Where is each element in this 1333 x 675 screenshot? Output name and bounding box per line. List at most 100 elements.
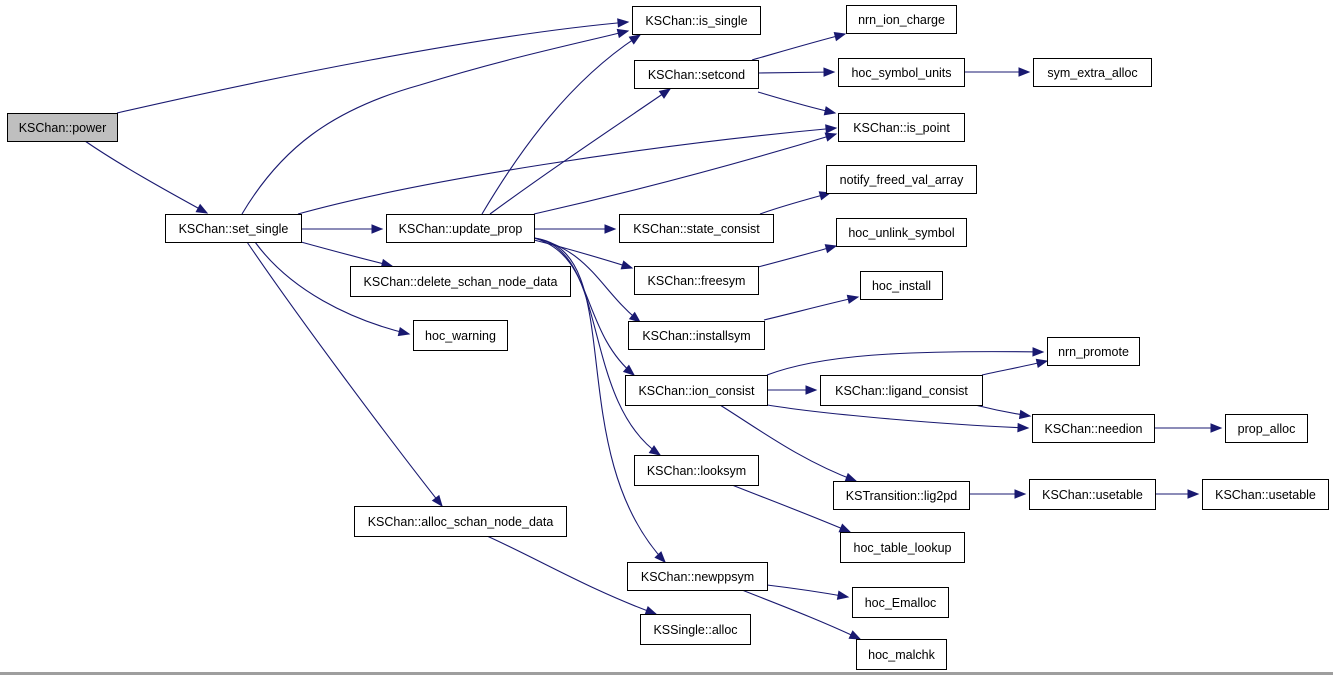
- edge-line: [533, 133, 837, 215]
- call-graph-edges: [84, 18, 1223, 640]
- node-needion[interactable]: KSChan::needion: [1032, 414, 1155, 443]
- node-sym_extra_alloc[interactable]: sym_extra_alloc: [1033, 58, 1152, 87]
- node-is_point[interactable]: KSChan::is_point: [838, 113, 965, 142]
- arrowhead: [604, 224, 617, 234]
- node-is_single[interactable]: KSChan::is_single: [632, 6, 761, 35]
- edge-line: [757, 245, 837, 268]
- node-update_prop[interactable]: KSChan::update_prop: [386, 214, 535, 243]
- node-label: KSChan::state_consist: [633, 222, 760, 236]
- node-usetable2[interactable]: KSChan::usetable: [1202, 479, 1329, 510]
- node-box: [634, 455, 759, 486]
- node-ligand_consist[interactable]: KSChan::ligand_consist: [820, 375, 983, 406]
- edge-line: [757, 91, 836, 114]
- arrowhead: [844, 472, 858, 482]
- edge-set_single-to-delete_schan_node_data: [300, 241, 394, 269]
- edge-line: [763, 296, 859, 321]
- edge-usetable1-to-usetable2: [1155, 489, 1200, 499]
- node-label: hoc_warning: [425, 329, 496, 343]
- node-nrn_ion_charge[interactable]: nrn_ion_charge: [846, 5, 957, 34]
- edge-line: [241, 30, 629, 215]
- edge-freesym-to-hoc_unlink_symbol: [757, 244, 838, 268]
- node-hoc_warning[interactable]: hoc_warning: [413, 320, 508, 351]
- node-box: [1033, 58, 1152, 87]
- node-lig2pd[interactable]: KSTransition::lig2pd: [833, 481, 970, 510]
- arrowhead: [654, 551, 666, 563]
- call-graph-nodes: KSChan::power KSChan::is_singleKSChan::se…: [7, 5, 1329, 670]
- arrowhead: [836, 590, 850, 600]
- node-power[interactable]: KSChan::power: [7, 113, 118, 142]
- node-label: hoc_table_lookup: [854, 541, 952, 555]
- node-delete_schan_node_data[interactable]: KSChan::delete_schan_node_data: [350, 266, 571, 297]
- node-box: [846, 5, 957, 34]
- arrowhead: [823, 67, 836, 77]
- arrowhead: [848, 630, 862, 640]
- arrowhead: [1018, 409, 1032, 420]
- arrowhead: [195, 203, 209, 214]
- node-installsym[interactable]: KSChan::installsym: [628, 321, 765, 350]
- node-box: [826, 165, 977, 194]
- node-box: [386, 214, 535, 243]
- node-box: [625, 375, 768, 406]
- edge-line: [766, 584, 849, 598]
- edge-update_prop-to-newppsym: [533, 237, 666, 563]
- arrowhead: [622, 364, 636, 376]
- node-label: KSChan::is_single: [645, 14, 747, 28]
- edge-setcond-to-nrn_ion_charge: [751, 32, 847, 61]
- node-hoc_symbol_units[interactable]: hoc_symbol_units: [838, 58, 965, 87]
- arrowhead: [824, 132, 838, 142]
- node-newppsym[interactable]: KSChan::newppsym: [627, 562, 768, 591]
- node-label: KSChan::power: [19, 121, 107, 135]
- edge-line: [116, 21, 629, 114]
- node-label: sym_extra_alloc: [1047, 66, 1137, 80]
- node-hoc_install[interactable]: hoc_install: [860, 271, 943, 300]
- edge-line: [759, 192, 831, 215]
- node-label: KSChan::ligand_consist: [835, 384, 968, 398]
- node-box: [838, 113, 965, 142]
- edge-lig2pd-to-usetable1: [969, 489, 1027, 499]
- edge-installsym-to-hoc_install: [763, 294, 860, 321]
- node-hoc_malchk[interactable]: hoc_malchk: [856, 639, 947, 670]
- node-box: [632, 6, 761, 35]
- arrowhead: [628, 311, 642, 323]
- node-hoc_table_lookup[interactable]: hoc_table_lookup: [840, 532, 965, 563]
- node-box: [860, 271, 943, 300]
- arrowhead: [1017, 422, 1030, 433]
- node-box: [634, 266, 759, 295]
- node-label: hoc_malchk: [868, 648, 935, 662]
- node-setcond[interactable]: KSChan::setcond: [634, 60, 759, 89]
- edge-hoc_symbol_units-to-sym_extra_alloc: [964, 67, 1031, 77]
- edge-newppsym-to-hoc_malchk: [741, 589, 862, 640]
- node-box: [836, 218, 967, 247]
- node-box: [1029, 479, 1156, 510]
- node-freesym[interactable]: KSChan::freesym: [634, 266, 759, 295]
- node-label: KSChan::setcond: [648, 68, 745, 82]
- edge-set_single-to-is_point: [297, 124, 838, 215]
- node-label: KSChan::usetable: [1215, 488, 1316, 502]
- node-nrn_promote[interactable]: nrn_promote: [1047, 337, 1140, 366]
- node-hoc_unlink_symbol[interactable]: hoc_unlink_symbol: [836, 218, 967, 247]
- node-label: hoc_symbol_units: [851, 66, 951, 80]
- node-prop_alloc[interactable]: prop_alloc: [1225, 414, 1308, 443]
- node-set_single[interactable]: KSChan::set_single: [165, 214, 302, 243]
- node-notify_freed_val_array[interactable]: notify_freed_val_array: [826, 165, 977, 194]
- node-ks_alloc[interactable]: KSSingle::alloc: [640, 614, 751, 645]
- edge-ion_consist-to-needion: [766, 404, 1030, 433]
- node-usetable1[interactable]: KSChan::usetable: [1029, 479, 1156, 510]
- node-looksym[interactable]: KSChan::looksym: [634, 455, 759, 486]
- node-label: KSChan::is_point: [853, 121, 950, 135]
- arrowhead: [824, 244, 838, 254]
- edge-line: [297, 127, 837, 215]
- node-box: [354, 506, 567, 537]
- edge-line: [751, 33, 846, 61]
- arrowhead: [825, 124, 838, 134]
- arrowhead: [1210, 423, 1223, 433]
- node-state_consist[interactable]: KSChan::state_consist: [619, 214, 774, 243]
- node-ion_consist[interactable]: KSChan::ion_consist: [625, 375, 768, 406]
- node-hoc_Emalloc[interactable]: hoc_Emalloc: [852, 587, 949, 618]
- node-box: [838, 58, 965, 87]
- node-label: hoc_unlink_symbol: [848, 226, 954, 240]
- node-label: hoc_install: [872, 279, 931, 293]
- node-alloc_schan_node_data[interactable]: KSChan::alloc_schan_node_data: [354, 506, 567, 537]
- arrowhead: [617, 18, 630, 28]
